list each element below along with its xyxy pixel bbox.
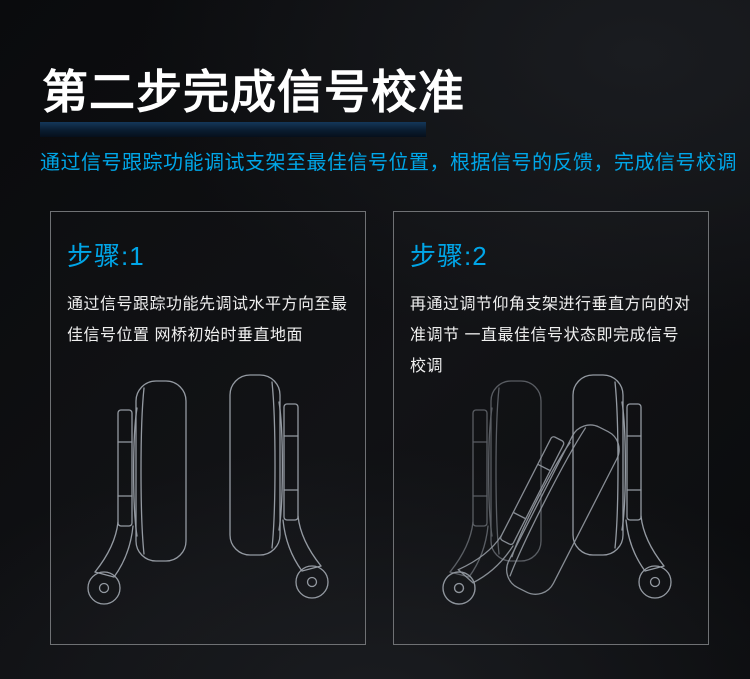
title-underline-bar [40, 122, 426, 137]
step1-label: 步骤:1 [67, 241, 145, 271]
step1-text: 通过信号跟踪功能先调试水平方向至最佳信号位置 网桥初始时垂直地面 [67, 296, 348, 345]
step2-text: 再通过调节仰角支架进行垂直方向的对准调节 一直最佳信号状态即完成信号校调 [410, 296, 691, 376]
wireless-bridge-tilted-icon [436, 395, 627, 618]
wireless-bridge-right-icon [229, 374, 329, 599]
step2-panel: 步骤:2 再通过调节仰角支架进行垂直方向的对准调节 一直最佳信号状态即完成信号校… [393, 211, 709, 645]
page-subtitle: 通过信号跟踪功能调试支架至最佳信号位置，根据信号的反馈，完成信号校调 [40, 152, 737, 174]
wireless-bridge-tilt-adjust-icon [436, 374, 672, 618]
page-title: 第二步完成信号校准 [42, 66, 465, 118]
step1-illustration [51, 362, 365, 618]
step1-panel: 步骤:1 通过信号跟踪功能先调试水平方向至最佳信号位置 网桥初始时垂直地面 [50, 211, 366, 645]
step2-illustration [394, 362, 708, 618]
wireless-bridge-right-icon [572, 374, 672, 599]
wireless-bridge-left-icon [87, 380, 187, 605]
wireless-bridge-pair-upright-icon [87, 374, 329, 605]
step2-label: 步骤:2 [410, 241, 488, 271]
